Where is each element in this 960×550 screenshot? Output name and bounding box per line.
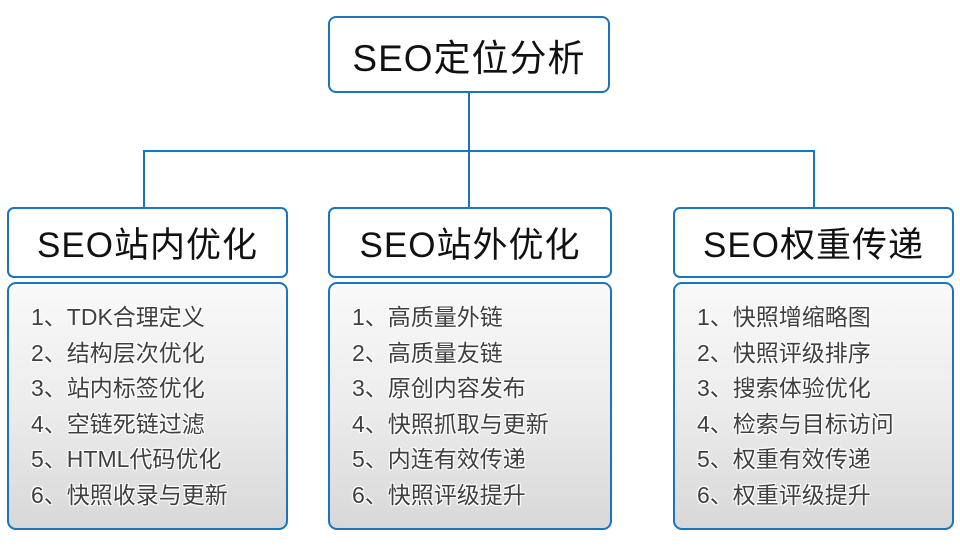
branch-weight-title: SEO权重传递 — [703, 226, 924, 265]
list-item: 2、快照评级排序 — [697, 339, 871, 366]
root-node: SEO定位分析 — [328, 16, 610, 93]
branch-offsite-title: SEO站外优化 — [359, 226, 581, 265]
list-item: 3、搜索体验优化 — [697, 375, 871, 402]
branch-weight: SEO权重传递 1、快照增缩略图 2、快照评级排序 3、搜索体验优化 4、检索与… — [673, 207, 954, 530]
list-item: 6、快照评级提升 — [352, 481, 526, 508]
list-item: 1、TDK合理定义 — [31, 304, 205, 330]
list-item: 3、原创内容发布 — [352, 375, 526, 402]
list-item: 1、高质量外链 — [352, 304, 503, 330]
branch-offsite: SEO站外优化 1、高质量外链 2、高质量友链 3、原创内容发布 4、快照抓取与… — [328, 207, 612, 530]
branch-offsite-list: 1、高质量外链 2、高质量友链 3、原创内容发布 4、快照抓取与更新 5、内连有… — [328, 282, 612, 530]
branch-weight-list: 1、快照增缩略图 2、快照评级排序 3、搜索体验优化 4、检索与目标访问 5、权… — [673, 282, 954, 530]
list-item: 4、快照抓取与更新 — [352, 410, 549, 437]
list-item: 5、权重有效传递 — [697, 446, 871, 473]
connector-left-drop — [143, 150, 145, 207]
branch-onsite-header: SEO站内优化 — [7, 207, 288, 278]
root-node-title: SEO定位分析 — [352, 37, 586, 79]
list-item: 1、快照增缩略图 — [697, 304, 871, 330]
branch-weight-header: SEO权重传递 — [673, 207, 954, 278]
list-item: 6、权重评级提升 — [697, 481, 871, 508]
list-item: 5、HTML代码优化 — [31, 446, 222, 473]
connector-horizontal — [143, 150, 815, 152]
list-item: 5、内连有效传递 — [352, 446, 526, 473]
branch-onsite-title: SEO站内优化 — [37, 226, 258, 265]
list-item: 2、高质量友链 — [352, 339, 503, 366]
branch-offsite-header: SEO站外优化 — [328, 207, 612, 278]
list-item: 3、站内标签优化 — [31, 375, 205, 402]
list-item: 6、快照收录与更新 — [31, 481, 228, 508]
list-item: 4、检索与目标访问 — [697, 410, 894, 437]
connector-right-drop — [813, 150, 815, 207]
list-item: 2、结构层次优化 — [31, 339, 205, 366]
branch-onsite-list: 1、TDK合理定义 2、结构层次优化 3、站内标签优化 4、空链死链过滤 5、H… — [7, 282, 288, 530]
list-item: 4、空链死链过滤 — [31, 410, 205, 437]
branch-onsite: SEO站内优化 1、TDK合理定义 2、结构层次优化 3、站内标签优化 4、空链… — [7, 207, 288, 530]
